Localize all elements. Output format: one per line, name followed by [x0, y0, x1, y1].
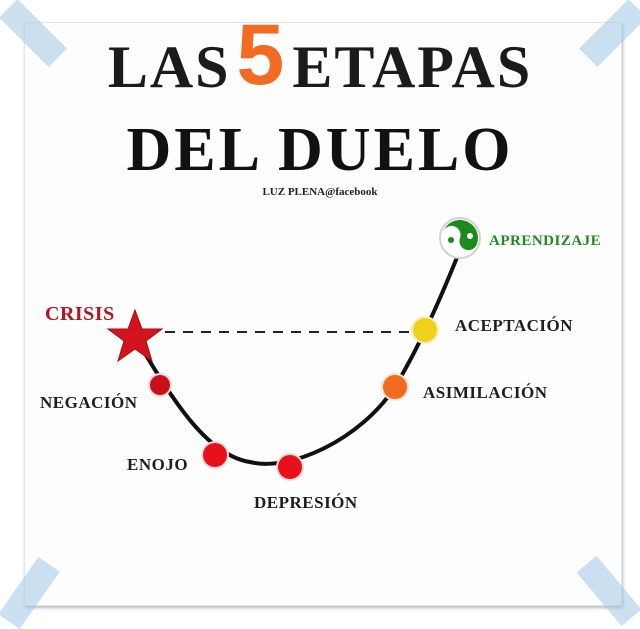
enojo-dot-icon [201, 441, 229, 469]
credit-text: LUZ PLENA@facebook [262, 186, 378, 198]
crisis-star-icon [106, 308, 164, 363]
poster-card [24, 22, 622, 606]
negacion-dot-icon [148, 373, 172, 397]
asimilacion-dot-icon [381, 373, 409, 401]
label-negacion: NEGACIÓN [40, 393, 138, 412]
label-enojo: ENOJO [127, 455, 189, 474]
title-line-2: DEL DUELO [126, 116, 514, 184]
title-number: 5 [236, 7, 287, 103]
label-depresion: DEPRESIÓN [254, 493, 358, 512]
label-aprendizaje: APRENDIZAJE [489, 233, 602, 249]
label-asimilacion: ASIMILACIÓN [423, 383, 548, 402]
aceptacion-dot-icon [411, 316, 439, 344]
grief-curve [133, 248, 462, 466]
label-crisis: CRISIS [45, 303, 115, 325]
yin-yang-icon [439, 217, 481, 259]
title-word-las: LAS [107, 34, 231, 100]
label-aceptacion: ACEPTACIÓN [455, 316, 574, 335]
title-word-etapas: ETAPAS [292, 34, 533, 100]
depresion-dot-icon [276, 453, 304, 481]
